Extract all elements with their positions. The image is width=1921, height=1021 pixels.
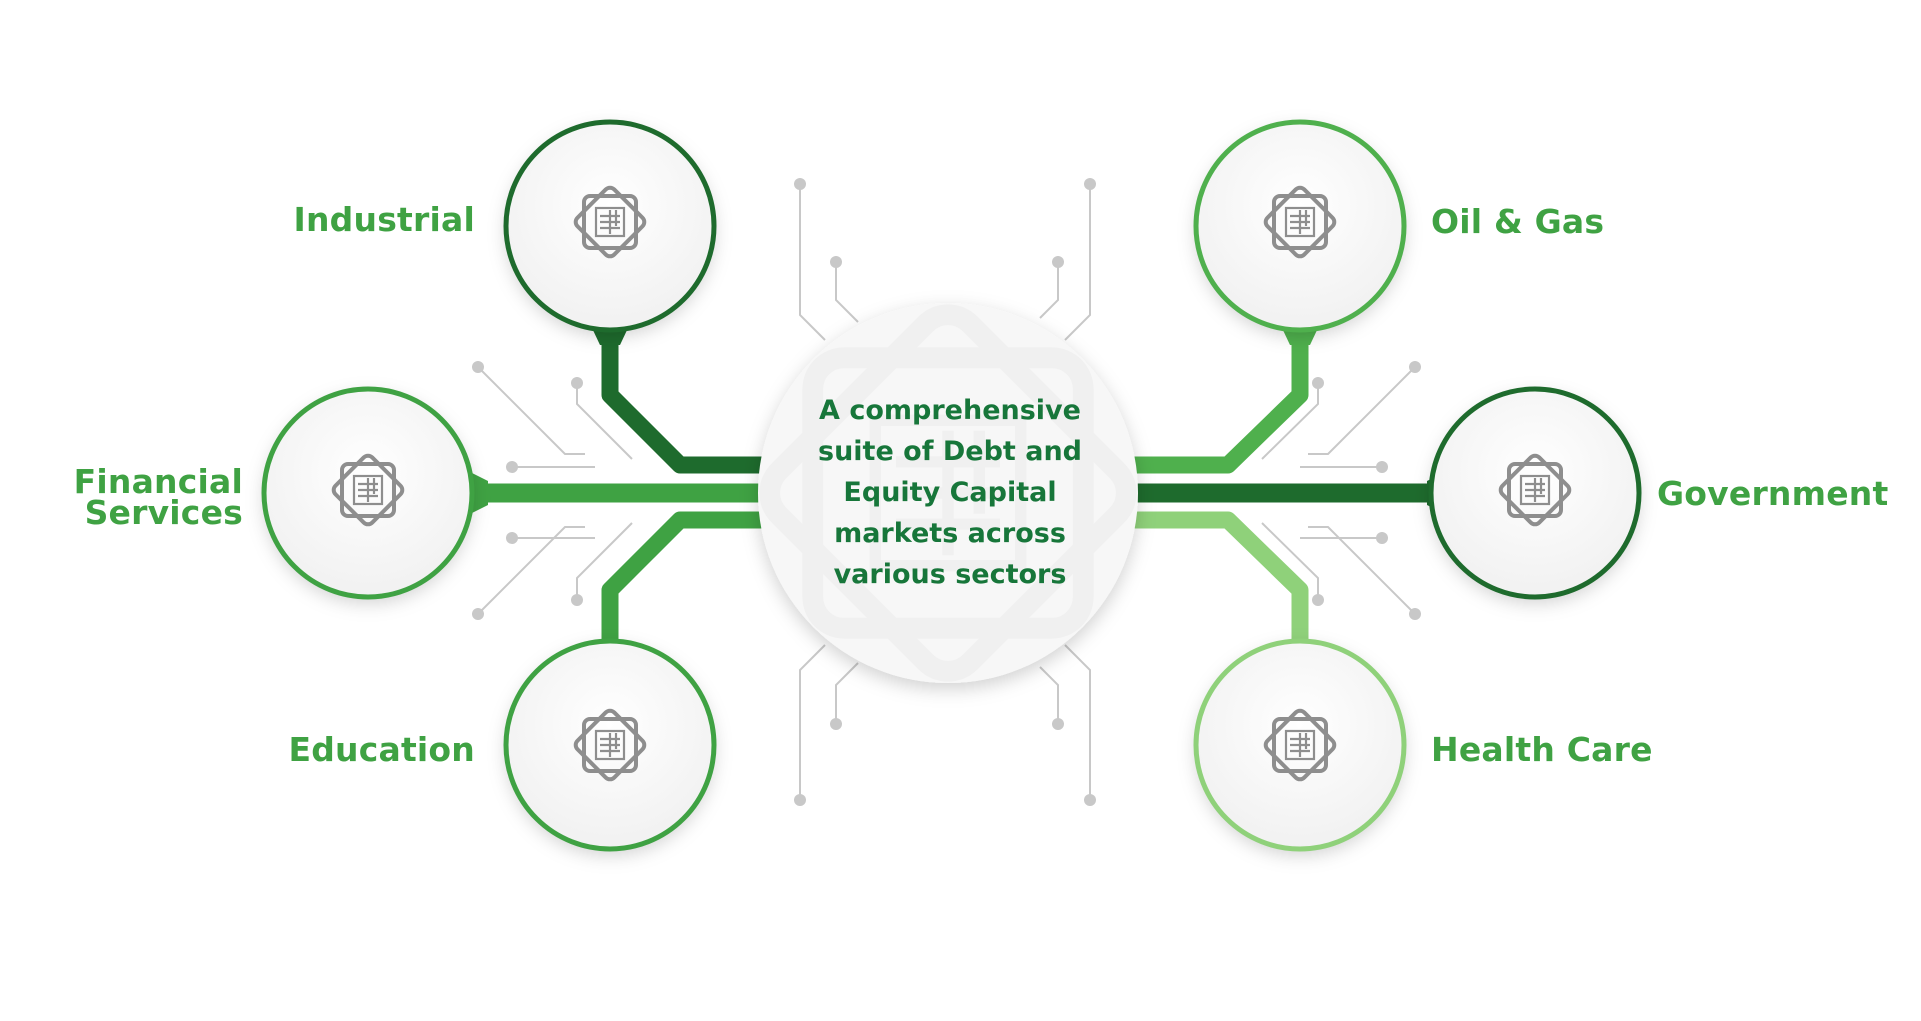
center-hub-text: A comprehensive suite of Debt and Equity… (818, 395, 1082, 590)
sector-node-government (1428, 386, 1642, 600)
label-government: Government (1657, 474, 1889, 513)
connector-oil-gas (1120, 320, 1309, 474)
connector-education (601, 511, 790, 665)
label-health-care: Health Care (1431, 730, 1653, 769)
connector-health-care (1120, 511, 1309, 665)
label-education: Education (288, 730, 475, 769)
sector-node-oil-gas (1193, 119, 1407, 333)
label-industrial: Industrial (293, 200, 475, 239)
sector-node-financial-services (261, 386, 475, 600)
circuit-nodes (472, 178, 1421, 806)
sector-node-education (503, 638, 717, 852)
label-oil-gas: Oil & Gas (1431, 202, 1605, 241)
connectors (470, 320, 1445, 665)
label-financial-services: Financial Services (73, 462, 243, 532)
sector-node-industrial (503, 119, 717, 333)
circuit-lines (477, 184, 1416, 800)
connector-industrial (601, 320, 790, 474)
sector-node-health-care (1193, 638, 1407, 852)
center-hub (757, 302, 1139, 684)
